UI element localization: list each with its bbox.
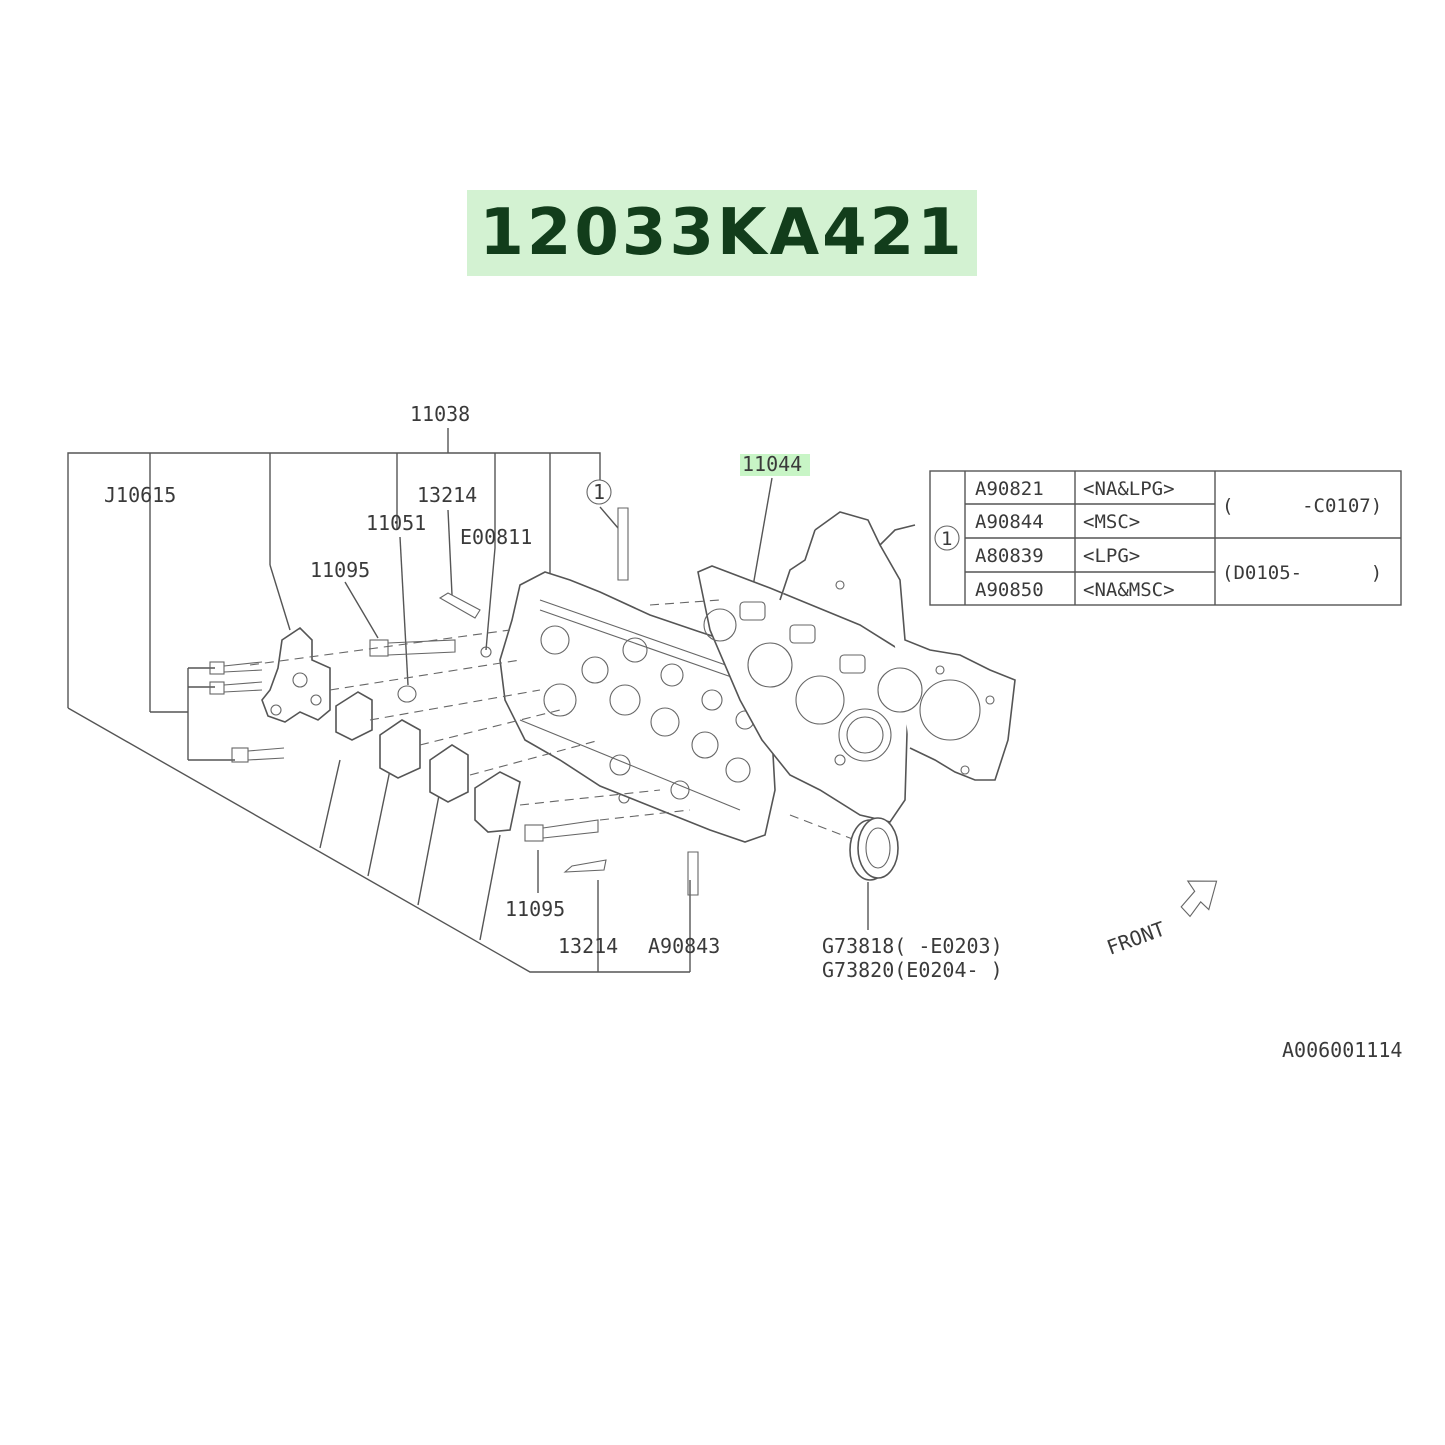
- engine-block-outline: [779, 511, 1016, 781]
- callout-E00811: E00811: [460, 525, 532, 549]
- callout-13214-bottom: 13214: [558, 934, 618, 958]
- callout-G73818: G73818( -E0203): [822, 934, 1003, 958]
- rocker-arm-assembly: [209, 626, 331, 763]
- table-row-part: A90850: [975, 579, 1044, 601]
- callout-11051: 11051: [366, 511, 426, 535]
- table-row-part: A90821: [975, 478, 1044, 500]
- callout-A90843: A90843: [648, 934, 720, 958]
- oil-seal: [849, 817, 899, 881]
- front-direction-arrow: FRONT: [1104, 880, 1218, 960]
- ref-marker: 1: [586, 479, 612, 505]
- cylinder-head: [499, 571, 776, 843]
- callout-J10615: J10615: [104, 483, 176, 507]
- callout-13214-top: 13214: [417, 483, 477, 507]
- callout-highlight: [740, 454, 810, 476]
- callout-11095-top: 11095: [310, 558, 370, 582]
- callout-G73820: G73820(E0204- ): [822, 958, 1003, 982]
- table-row-variant: <LPG>: [1083, 545, 1140, 567]
- table-row-variant: <MSC>: [1083, 511, 1140, 533]
- table-row-part: A90844: [975, 511, 1044, 533]
- table-row-part: A80839: [975, 545, 1044, 567]
- front-label: FRONT: [1104, 917, 1169, 960]
- table-ref-marker: 1: [941, 528, 952, 550]
- head-gasket: [697, 565, 909, 823]
- table-row-variant: <NA&LPG>: [1083, 478, 1175, 500]
- table-row-variant: <NA&MSC>: [1083, 579, 1175, 601]
- callout-11044-highlighted: 11044: [742, 452, 802, 476]
- dashed-alignment-lines: [249, 599, 856, 841]
- ref-marker-number: 1: [593, 480, 605, 504]
- part-number-text: 12033KA421: [479, 196, 965, 270]
- part-number-banner: 12033KA421: [467, 190, 977, 276]
- cam-caps: [335, 691, 521, 833]
- table-range-early: ( -C0107): [1222, 495, 1382, 517]
- diagram-id: A006001114: [1282, 1038, 1402, 1062]
- table-range-late: (D0105- ): [1222, 562, 1382, 584]
- gasket-variant-table: 1 A90821 <NA&LPG> A90844 <MSC> A80839 <L…: [929, 470, 1402, 606]
- callout-11095-bottom: 11095: [505, 897, 565, 921]
- callout-11038: 11038: [410, 402, 470, 426]
